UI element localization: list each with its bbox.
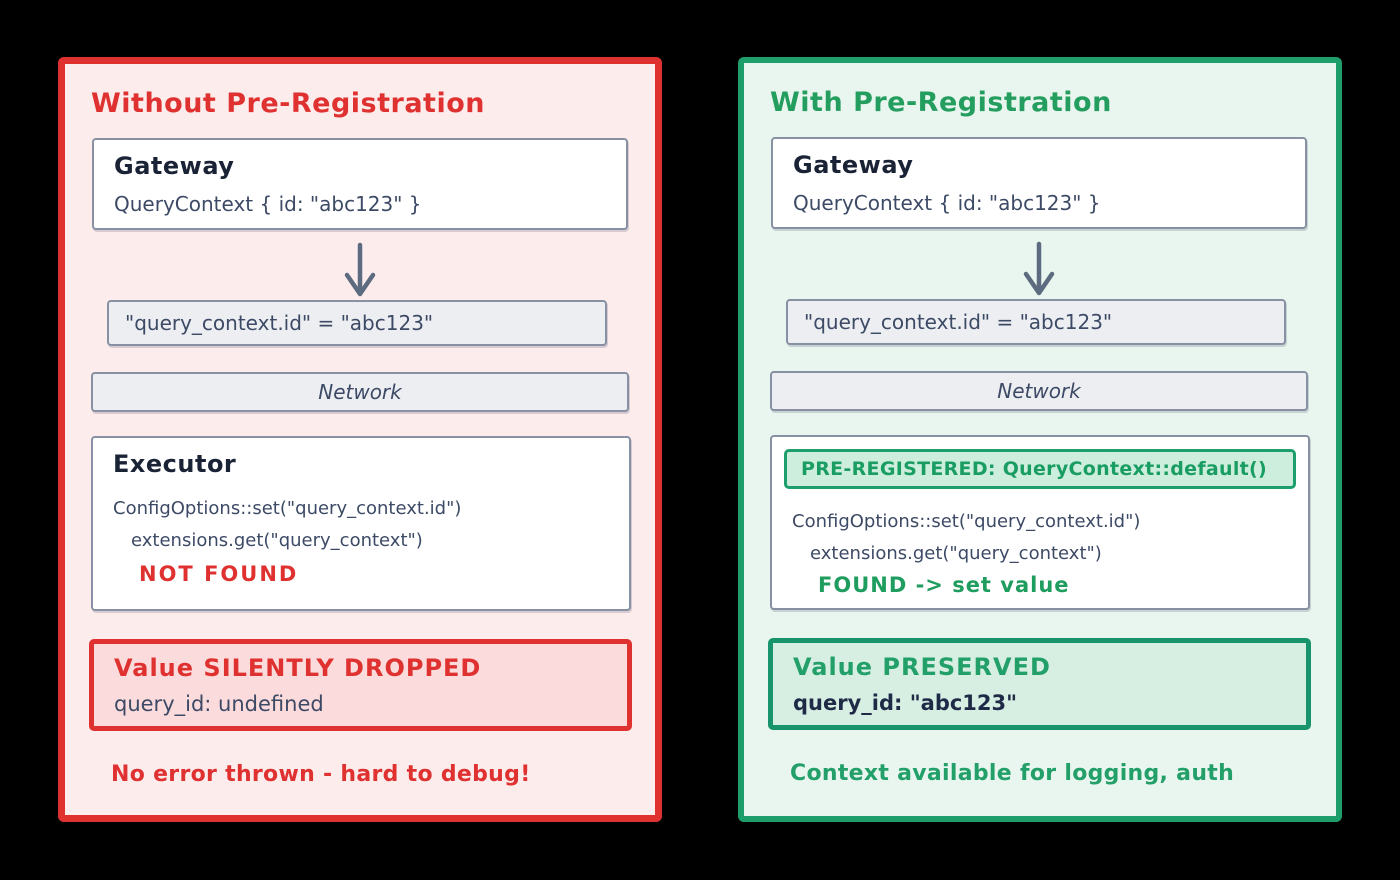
- panel-without-pre-registration: Without Pre-Registration Gateway QueryCo…: [58, 57, 662, 822]
- gateway-heading: Gateway: [114, 152, 235, 180]
- panel-title-without: Without Pre-Registration: [91, 88, 485, 119]
- gateway-code: QueryContext { id: "abc123" }: [793, 191, 1101, 215]
- network-label: Network: [997, 379, 1081, 403]
- arrow-down-icon: [340, 242, 380, 304]
- executor-result-not-found: NOT FOUND: [139, 562, 299, 586]
- executor-code-line-1: ConfigOptions::set("query_context.id"): [792, 511, 1141, 532]
- network-bar: Network: [91, 372, 629, 412]
- network-bar: Network: [770, 371, 1308, 411]
- executor-result-found: FOUND -> set value: [818, 573, 1070, 597]
- pre-registered-badge: PRE-REGISTERED: QueryContext::default(): [784, 449, 1296, 489]
- footnote-no-error: No error thrown - hard to debug!: [111, 762, 531, 787]
- arrow-down-icon: [1019, 241, 1059, 303]
- outcome-heading-dropped: Value SILENTLY DROPPED: [114, 654, 482, 682]
- executor-code-line-2: extensions.get("query_context"): [810, 543, 1102, 564]
- mapping-text: "query_context.id" = "abc123": [125, 311, 434, 335]
- mapping-text: "query_context.id" = "abc123": [804, 310, 1113, 334]
- outcome-box-dropped: Value SILENTLY DROPPED query_id: undefin…: [89, 639, 632, 731]
- panel-title-with: With Pre-Registration: [770, 87, 1112, 118]
- footnote-context-available: Context available for logging, auth: [790, 761, 1235, 786]
- outcome-box-preserved: Value PRESERVED query_id: "abc123": [768, 638, 1311, 730]
- network-label: Network: [318, 380, 402, 404]
- executor-box: PRE-REGISTERED: QueryContext::default() …: [770, 435, 1310, 610]
- outcome-detail-abc123: query_id: "abc123": [793, 691, 1018, 715]
- executor-code-line-1: ConfigOptions::set("query_context.id"): [113, 498, 462, 519]
- gateway-box: Gateway QueryContext { id: "abc123" }: [92, 138, 628, 230]
- outcome-heading-preserved: Value PRESERVED: [793, 653, 1051, 681]
- executor-box: Executor ConfigOptions::set("query_conte…: [91, 436, 631, 611]
- executor-code-line-2: extensions.get("query_context"): [131, 530, 423, 551]
- mapping-box: "query_context.id" = "abc123": [786, 299, 1286, 345]
- gateway-box: Gateway QueryContext { id: "abc123" }: [771, 137, 1307, 229]
- executor-heading: Executor: [113, 450, 237, 478]
- panel-with-pre-registration: With Pre-Registration Gateway QueryConte…: [738, 57, 1342, 822]
- gateway-heading: Gateway: [793, 151, 914, 179]
- gateway-code: QueryContext { id: "abc123" }: [114, 192, 422, 216]
- mapping-box: "query_context.id" = "abc123": [107, 300, 607, 346]
- outcome-detail-undefined: query_id: undefined: [114, 692, 324, 716]
